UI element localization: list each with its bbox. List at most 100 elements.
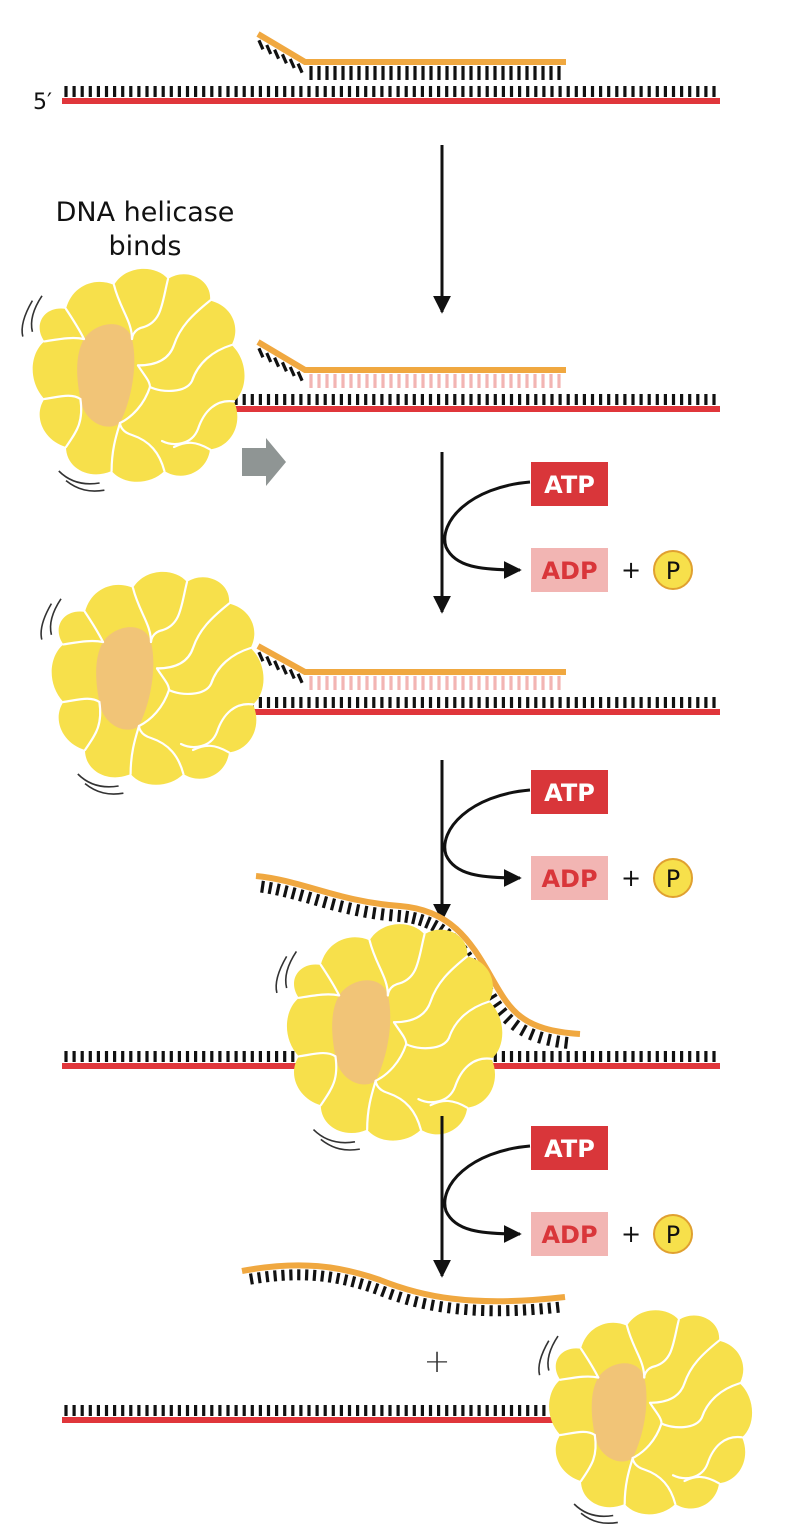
base-tick	[265, 44, 273, 55]
base-tick	[327, 1271, 333, 1283]
helicase-domain-line	[167, 646, 252, 696]
helicase-domain-line	[625, 1324, 646, 1379]
helicase-domain-line	[112, 283, 134, 341]
base-tick	[496, 1007, 508, 1018]
base-tick	[296, 673, 304, 684]
base-tick	[421, 1297, 427, 1310]
primer-bases-3	[257, 651, 561, 690]
helicase-domain-line	[559, 1375, 600, 1381]
adp-label: ADP	[541, 557, 597, 585]
helicase-domain-line	[118, 385, 152, 425]
base-tick	[502, 1013, 514, 1025]
base-tick	[275, 883, 281, 896]
plus-label: +	[621, 556, 641, 584]
base-tick	[273, 1270, 278, 1282]
base-tick	[305, 891, 313, 904]
base-tick	[528, 1028, 536, 1041]
helicase-domain-line	[366, 1079, 377, 1131]
base-tick	[313, 893, 321, 907]
helicase-2	[40, 571, 264, 795]
base-tick	[354, 904, 361, 917]
base-tick	[380, 908, 385, 921]
base-tick	[537, 1031, 544, 1044]
atp-box	[531, 1126, 608, 1170]
base-tick	[429, 1299, 435, 1311]
helicase-domain-line	[392, 955, 469, 1024]
plus-label: +	[621, 864, 641, 892]
helicase-domain-line	[579, 1433, 597, 1483]
base-tick	[329, 898, 337, 911]
helicase-domain-line	[319, 1055, 338, 1107]
motion-mark	[320, 1138, 360, 1151]
stage-5-products: +	[62, 1262, 640, 1423]
base-tick	[371, 907, 377, 920]
helicase-body	[32, 268, 245, 482]
motion-mark	[77, 773, 119, 788]
base-tick	[411, 911, 417, 925]
atp-label: ATP	[544, 1135, 595, 1163]
motion-mark	[58, 470, 100, 485]
base-tick	[296, 63, 304, 74]
helicase-3	[275, 924, 503, 1151]
helicase-domain-line	[43, 394, 82, 401]
base-tick	[430, 919, 439, 932]
base-tick	[350, 1276, 357, 1288]
phosphate-icon	[653, 858, 693, 898]
reaction-curve-arrow	[443, 788, 531, 887]
base-tick	[346, 902, 353, 915]
base-tick	[273, 357, 281, 368]
motion-mark	[284, 951, 298, 989]
base-tick	[555, 1301, 560, 1314]
helicase-domain-line	[137, 688, 171, 728]
helicase-body	[286, 924, 503, 1141]
helicase-domain-line	[62, 697, 101, 704]
push-arrow-icon	[242, 438, 286, 486]
atp-box	[531, 462, 608, 506]
base-tick	[338, 900, 345, 913]
primer-strand-4	[255, 873, 581, 1037]
base-tick	[265, 352, 273, 363]
motion-mark	[84, 782, 124, 795]
atp-box	[531, 770, 608, 814]
primer-strand-3	[256, 643, 566, 675]
helicase-domain-line	[148, 343, 233, 393]
base-tick	[404, 910, 410, 923]
base-tick	[357, 1278, 364, 1290]
base-tick	[298, 889, 305, 902]
helicase-core	[96, 627, 154, 730]
motion-mark	[30, 295, 43, 332]
helicase-domain-line	[559, 1430, 596, 1437]
base-tick	[417, 913, 425, 927]
motion-mark	[573, 1503, 614, 1518]
helicase-4	[538, 1310, 753, 1525]
base-tick	[273, 49, 281, 60]
base-tick	[296, 371, 304, 382]
template-bases-5	[64, 1405, 635, 1416]
base-tick	[388, 1288, 395, 1301]
helicase-domain-line	[429, 1099, 469, 1109]
base-tick	[257, 39, 265, 50]
helicase-body	[549, 1310, 753, 1515]
base-tick	[510, 1019, 521, 1031]
base-tick	[312, 1269, 317, 1282]
motion-mark	[312, 1129, 356, 1144]
base-tick	[273, 660, 281, 671]
base-tick	[267, 881, 273, 895]
free-strand-bases	[248, 1269, 560, 1317]
helicase-domain-line	[136, 364, 152, 389]
helicase-domain-line	[631, 1422, 663, 1460]
motion-mark	[65, 479, 105, 492]
base-tick	[472, 1304, 477, 1316]
base-tick	[555, 1035, 561, 1048]
adp-box	[531, 1212, 608, 1256]
helicase-domain-line	[660, 1382, 741, 1429]
helicase-domain-line	[297, 1051, 337, 1058]
helicase-domain-line	[671, 1435, 744, 1480]
primer-bases-2	[257, 347, 561, 388]
helicase-domain-line	[149, 580, 189, 644]
helicase-core	[591, 1363, 647, 1462]
base-tick	[288, 668, 296, 680]
base-tick	[257, 347, 265, 358]
base-tick	[280, 664, 288, 675]
helicase-binds-line2: binds	[108, 231, 182, 262]
